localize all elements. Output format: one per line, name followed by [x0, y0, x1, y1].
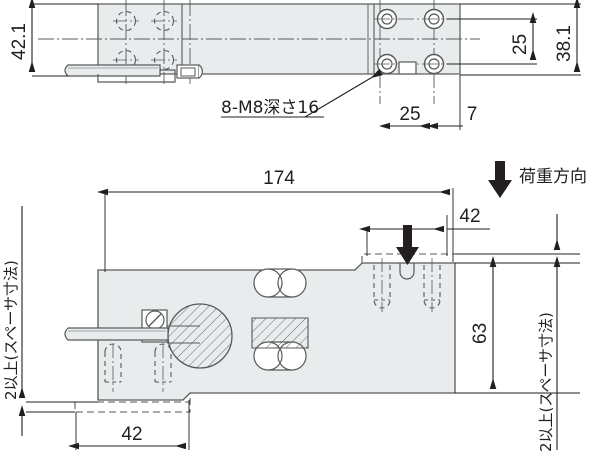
hidden-mounting-holes-left	[113, 10, 177, 71]
dimension-174-value: 174	[263, 168, 295, 189]
dimension-42-1-value: 42.1	[9, 23, 30, 60]
mounting-holes-right	[374, 8, 447, 75]
dimension-spacer-left-value: 2以上(スペーサ寸法)	[2, 260, 20, 400]
dimension-38-1-value: 38.1	[554, 25, 575, 62]
dimension-7-value: 7	[467, 104, 478, 125]
tapped-holes-right-side	[373, 258, 441, 312]
side-view: 174 42 63	[2, 161, 587, 452]
dimension-42-1: 42.1	[9, 0, 98, 77]
dimension-42-top-value: 42	[459, 206, 480, 227]
spacer-outline-bottom	[74, 393, 191, 413]
load-direction-note: 荷重方向	[488, 161, 587, 198]
dimension-25-horizontal-value: 25	[399, 104, 420, 125]
dimension-7: 7	[427, 75, 478, 130]
top-view-centerlines	[38, 0, 480, 104]
dimension-63-value: 63	[470, 323, 491, 344]
thread-note-text: 8-M8深さ16	[221, 98, 319, 118]
spacer-outline-top	[361, 253, 455, 263]
dimension-63: 63	[470, 256, 497, 389]
dimension-38-1: 38.1	[460, 0, 581, 76]
top-view: 42.1 38.1 25 25	[9, 0, 581, 130]
flexure-cutouts	[251, 268, 309, 371]
dimension-25-vertical: 25	[447, 12, 537, 65]
cable-gland-top-view	[97, 64, 203, 83]
dimension-25-vertical-value: 25	[510, 34, 531, 55]
dimension-spacer-right: 2以上(スペーサ寸法)	[537, 214, 561, 452]
section-circle	[167, 303, 233, 369]
dimension-42-top: 42	[359, 206, 490, 265]
dimension-25-horizontal: 25	[379, 104, 430, 130]
dimension-spacer-right-value: 2以上(スペーサ寸法)	[537, 312, 555, 452]
thread-note-leader	[221, 68, 383, 118]
top-view-notch	[398, 61, 417, 75]
dimension-spacer-left: 2以上(スペーサ寸法)	[2, 206, 26, 436]
load-direction-note-text: 荷重方向	[519, 167, 587, 187]
load-direction-arrow-inline	[396, 225, 419, 265]
dimension-42-bottom-value: 42	[121, 424, 142, 445]
dimension-174: 174	[97, 168, 454, 272]
dimension-42-bottom: 42	[68, 400, 190, 450]
cable-side-view	[64, 325, 200, 344]
tapped-holes-left-side	[104, 343, 172, 392]
down-arrow-icon	[488, 161, 512, 198]
cable-top-view	[64, 64, 161, 77]
